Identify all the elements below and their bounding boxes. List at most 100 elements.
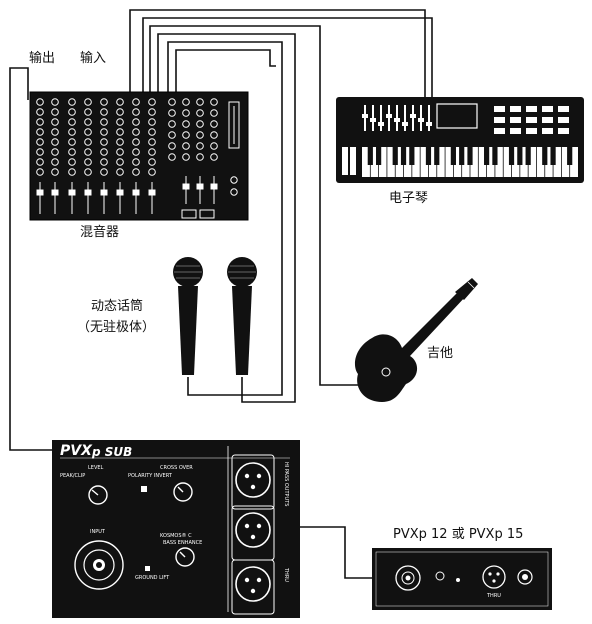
microphone-right [227, 257, 257, 375]
mixer-knob [68, 168, 76, 176]
mixer-knob [182, 109, 190, 117]
sub-hi-pass-outputs-label: HI PASS OUTPUTS [283, 462, 289, 507]
cable-guitar-to-mixer [149, 25, 358, 386]
mixer-knob [84, 118, 92, 126]
mixer-knob [148, 168, 156, 176]
crossover-knob[interactable] [173, 482, 193, 502]
keyboard-button [526, 106, 537, 112]
mixer-knob [148, 98, 156, 106]
sub-brand: PVX [60, 443, 92, 459]
keyboard-black-key [525, 147, 531, 165]
mixer-knob [182, 120, 190, 128]
keyboard-black-key [367, 147, 373, 165]
keyboard-button [558, 128, 569, 134]
keyboard-slider-cap [394, 118, 400, 122]
xlr-thru[interactable] [231, 559, 275, 615]
cable-mic-extra [175, 49, 276, 92]
keyboard-slider-cap [370, 118, 376, 122]
mixer-knob [51, 108, 59, 116]
keyboard-black-key [517, 147, 523, 165]
sub-input-jack[interactable] [74, 540, 124, 590]
keyboard-black-key [409, 147, 415, 165]
sub-bass-enhance-label: BASS ENHANCE [163, 540, 203, 546]
mixer-knob [148, 118, 156, 126]
mixer-knob [210, 109, 218, 117]
mixer-knob [196, 142, 204, 150]
mixer-knob [100, 138, 108, 146]
cable-mic2-to-mixer [167, 41, 283, 396]
mixer-knob [84, 158, 92, 166]
mixer-fader-cap [182, 183, 190, 190]
mixer-knob [196, 153, 204, 161]
mixer-knob [210, 142, 218, 150]
keyboard-black-key [542, 147, 548, 165]
mixer-knob [168, 153, 176, 161]
keyboard-button [542, 106, 553, 112]
mixer-knob [196, 98, 204, 106]
mixer-knob [210, 153, 218, 161]
mixer-knob [132, 98, 140, 106]
keyboard-black-key [459, 147, 465, 165]
sub-ground-lift-label: GROUND LIFT [135, 575, 170, 581]
keyboard-slider-track [404, 105, 406, 131]
keyboard [336, 97, 584, 183]
mixer-knob [148, 138, 156, 146]
mixer-knob [68, 148, 76, 156]
mixer-knob [148, 148, 156, 156]
keyboard-slider-cap [418, 118, 424, 122]
mixer-knob [132, 128, 140, 136]
kosmos-knob[interactable] [175, 547, 195, 567]
mixer-knob [84, 98, 92, 106]
mixer-knob [132, 158, 140, 166]
keyboard-button [542, 128, 553, 134]
mixer-knob [84, 108, 92, 116]
keyboard-button [494, 128, 505, 134]
keyboard-slider-track [380, 105, 382, 131]
mixer-knob [68, 118, 76, 126]
guitar [354, 278, 478, 402]
keyboard-black-key [425, 147, 432, 165]
mixer-knob [168, 120, 176, 128]
sub-crossover-label: CROSS OVER [160, 465, 193, 471]
keyboard-button [510, 128, 521, 134]
mixer-knob [182, 98, 190, 106]
sub-level-label: LEVEL [88, 465, 104, 471]
mixer-fader-cap [116, 189, 124, 196]
mixer-knob [84, 148, 92, 156]
mixer-knob [68, 158, 76, 166]
mixer-knob [51, 118, 59, 126]
mixer-label: 混音器 [80, 225, 120, 240]
mixer-knob [116, 108, 124, 116]
mixer-knob [168, 142, 176, 150]
keyboard-button [526, 117, 537, 123]
speaker-panel [372, 548, 552, 610]
mixer-knob [100, 148, 108, 156]
guitar-label: 吉他 [427, 346, 454, 361]
xlr-output-2[interactable] [231, 505, 275, 561]
xlr-output-1[interactable] [231, 454, 275, 510]
mixer-knob [68, 128, 76, 136]
speaker-thru-label: THRU [487, 593, 501, 599]
mixer-knob [100, 128, 108, 136]
mixer-knob [51, 168, 59, 176]
keyboard-button [558, 117, 569, 123]
mixer-fader-cap [51, 189, 59, 196]
mixer-fader-cap [196, 183, 204, 190]
mixer-fader-cap [132, 189, 140, 196]
level-knob[interactable] [88, 485, 108, 505]
mixer-knob [168, 98, 176, 106]
mixer-knob [84, 168, 92, 176]
speaker-thru-jack[interactable] [482, 565, 506, 589]
mixer-knob [132, 168, 140, 176]
mixer-knob [210, 98, 218, 106]
mixer-knob [132, 108, 140, 116]
mixer-knob [36, 98, 44, 106]
mixer-knob [116, 138, 124, 146]
keyboard-button [558, 106, 569, 112]
subwoofer-panel [52, 440, 300, 618]
mixer-knob [210, 131, 218, 139]
sub-kosmos-label: KOSMOS® C [160, 533, 192, 539]
mixer-knob [148, 128, 156, 136]
mixer-knob [100, 108, 108, 116]
speaker-input-jack[interactable] [395, 565, 421, 591]
